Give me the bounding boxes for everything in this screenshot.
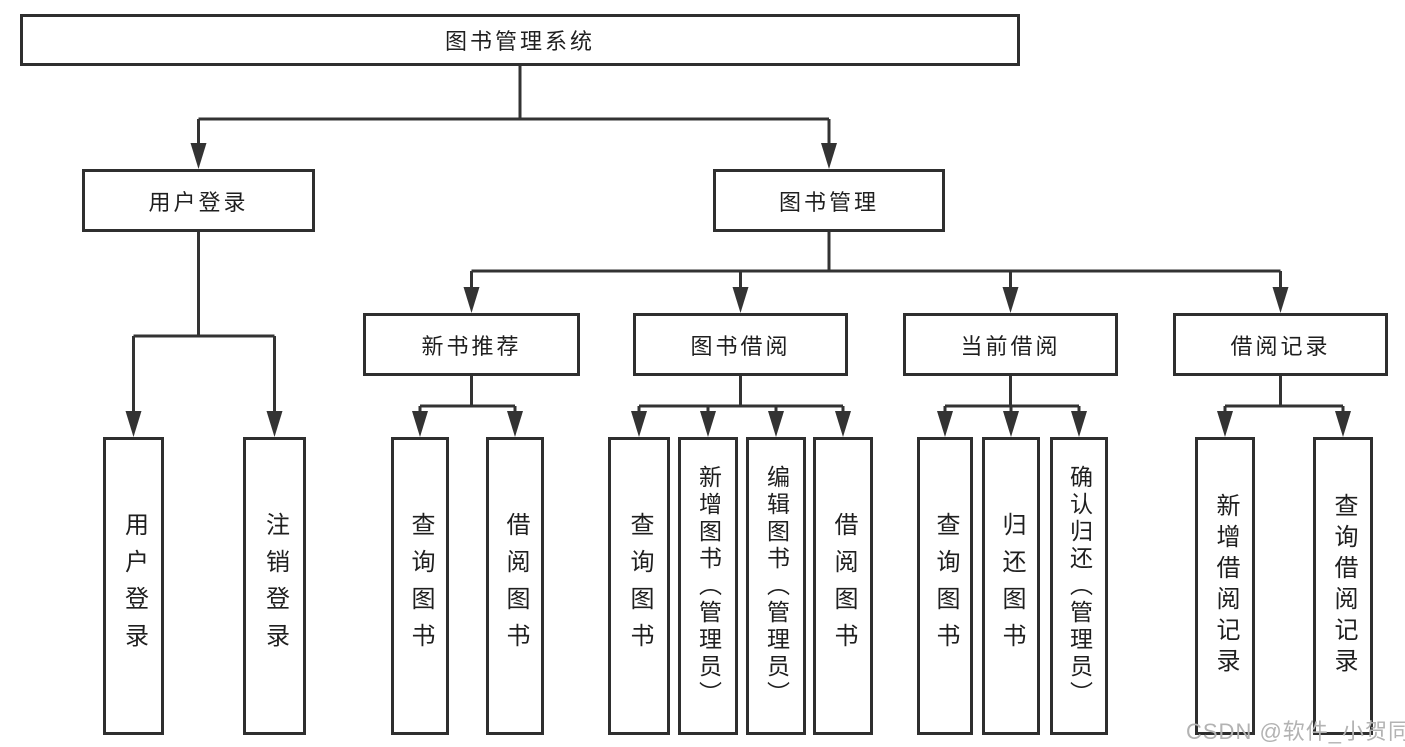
leaf-label: 新增借阅记录 bbox=[1212, 493, 1239, 679]
node-current-borrow-label: 当前借阅 bbox=[960, 333, 1061, 359]
node-leaf-query-borrow-record: 查询借阅记录 bbox=[1313, 437, 1373, 735]
node-current-borrow: 当前借阅 bbox=[903, 313, 1118, 376]
node-borrow-records-label: 借阅记录 bbox=[1230, 333, 1331, 359]
node-new-book-rec-label: 新书推荐 bbox=[421, 333, 522, 359]
node-book-borrow: 图书借阅 bbox=[633, 313, 848, 376]
node-leaf-rec-query-book: 查询图书 bbox=[391, 437, 449, 735]
node-leaf-confirm-return-admin: 确认归还（管理员） bbox=[1050, 437, 1108, 735]
node-leaf-rec-borrow-book: 借阅图书 bbox=[486, 437, 544, 735]
leaf-label: 注销登录 bbox=[261, 512, 289, 660]
leaf-label: 借阅图书 bbox=[830, 512, 857, 660]
leaf-label: 新增图书（管理员） bbox=[695, 464, 722, 708]
node-leaf-current-query-book: 查询图书 bbox=[917, 437, 973, 735]
node-book-borrow-label: 图书借阅 bbox=[690, 333, 791, 359]
leaf-label: 确认归还（管理员） bbox=[1066, 464, 1093, 708]
leaf-label: 归还图书 bbox=[998, 512, 1025, 660]
node-borrow-records: 借阅记录 bbox=[1173, 313, 1388, 376]
node-leaf-logout: 注销登录 bbox=[243, 437, 306, 735]
leaf-label: 查询图书 bbox=[626, 512, 653, 660]
node-book-mgmt-label: 图书管理 bbox=[778, 189, 879, 215]
leaf-label: 借阅图书 bbox=[502, 512, 529, 660]
node-leaf-edit-book-admin: 编辑图书（管理员） bbox=[746, 437, 806, 735]
node-leaf-add-borrow-record: 新增借阅记录 bbox=[1195, 437, 1255, 735]
node-leaf-borrow-query-book: 查询图书 bbox=[608, 437, 670, 735]
leaf-label: 查询借阅记录 bbox=[1330, 493, 1357, 679]
leaf-label: 用户登录 bbox=[120, 512, 148, 660]
node-leaf-return-book: 归还图书 bbox=[982, 437, 1040, 735]
leaf-label: 编辑图书（管理员） bbox=[763, 464, 790, 708]
node-leaf-borrow-book: 借阅图书 bbox=[813, 437, 873, 735]
leaf-label: 查询图书 bbox=[932, 512, 959, 660]
leaf-label: 查询图书 bbox=[407, 512, 434, 660]
node-book-mgmt: 图书管理 bbox=[713, 169, 945, 232]
node-root: 图书管理系统 bbox=[20, 14, 1020, 66]
node-leaf-add-book-admin: 新增图书（管理员） bbox=[678, 437, 738, 735]
node-leaf-user-login: 用户登录 bbox=[103, 437, 164, 735]
node-new-book-rec: 新书推荐 bbox=[363, 313, 580, 376]
node-root-label: 图书管理系统 bbox=[444, 29, 595, 54]
node-user-login-label: 用户登录 bbox=[148, 189, 249, 215]
node-user-login: 用户登录 bbox=[82, 169, 315, 232]
csdn-watermark: CSDN @软件_小贺同学 bbox=[1186, 719, 1405, 744]
